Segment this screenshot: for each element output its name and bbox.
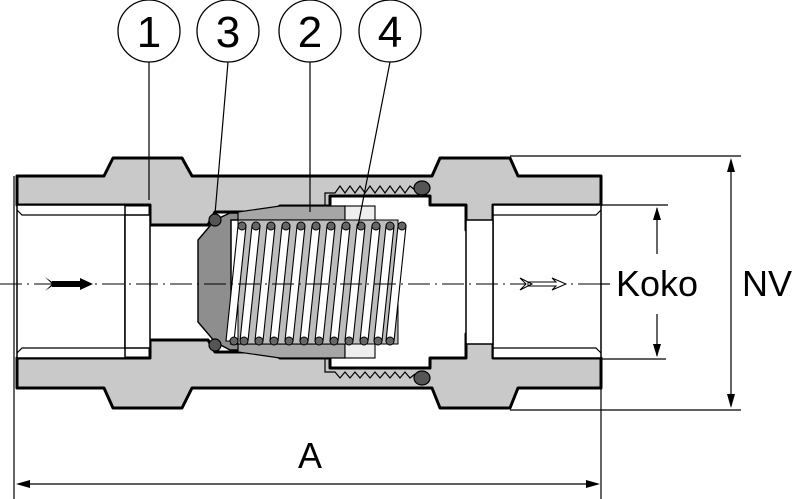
spring-coil-end-bottom xyxy=(359,336,369,346)
dimension-a: A xyxy=(13,176,602,499)
dimension-koko-label: Koko xyxy=(616,263,698,304)
o-ring-outlet-bottom xyxy=(413,370,431,386)
thread-upper xyxy=(324,184,416,205)
outlet-relief xyxy=(465,219,494,345)
spring-coil-end-bottom xyxy=(239,336,249,346)
spring-coil-end-bottom xyxy=(254,336,264,346)
callout-4-label: 4 xyxy=(378,8,402,57)
outlet-bore-chamfer xyxy=(493,209,602,354)
spring-coil-end-bottom xyxy=(373,336,383,346)
inlet-relief xyxy=(124,214,151,349)
spring xyxy=(225,221,407,346)
arrowhead-a-left xyxy=(16,480,30,488)
spring-coil-end-bottom xyxy=(299,336,309,346)
dimension-nv-label: NV xyxy=(742,263,792,304)
o-ring-top xyxy=(208,213,222,227)
callout-leaders xyxy=(148,61,391,227)
spring-coil-end-top xyxy=(326,221,336,231)
spring-coil-end-top xyxy=(251,221,261,231)
callout-2: 2 xyxy=(278,0,342,63)
o-ring-outlet-top xyxy=(413,180,431,196)
spring-coil-end-top xyxy=(266,221,276,231)
inlet-bore-chamfer xyxy=(16,209,125,354)
spring-coil-end-top xyxy=(296,221,306,231)
callout-3-label: 3 xyxy=(216,8,240,57)
callout-1: 1 xyxy=(117,0,181,63)
spring-coil-end-top xyxy=(385,221,395,231)
dimension-a-label: A xyxy=(298,435,322,476)
inlet-flow-arrow-icon xyxy=(45,277,93,291)
callout-4: 4 xyxy=(358,0,422,63)
spring-coil-end-bottom xyxy=(329,336,339,346)
spring-coil-end-top xyxy=(341,221,351,231)
spring-coil-end-bottom xyxy=(229,336,239,346)
arrowhead-nv-top xyxy=(727,158,735,172)
arrowhead-koko-top xyxy=(653,207,661,220)
spring-coil-end-bottom xyxy=(344,336,354,346)
arrowhead-koko-bottom xyxy=(653,344,661,357)
spring-coil-end-top xyxy=(311,221,321,231)
o-ring-bottom xyxy=(208,338,222,352)
spring-coil-end-top xyxy=(371,221,381,231)
spring-coil-end-bottom xyxy=(284,336,294,346)
o-rings xyxy=(208,180,431,386)
valve-body xyxy=(15,156,603,410)
spring-coil-end-top xyxy=(281,221,291,231)
spring-coil-end-top xyxy=(397,221,407,231)
arrowhead-nv-bottom xyxy=(727,394,735,408)
spring-coil-end-top xyxy=(237,221,247,231)
dimension-nv: NV xyxy=(510,155,792,411)
callout-2-label: 2 xyxy=(298,8,322,57)
callout-1-label: 1 xyxy=(137,8,161,57)
arrowhead-a-right xyxy=(586,480,600,488)
callout-3: 3 xyxy=(196,0,260,63)
outlet-flow-arrow-icon xyxy=(519,277,568,291)
thread-lower xyxy=(324,358,416,379)
spring-coil-end-bottom xyxy=(385,336,395,346)
spring-coil-end-bottom xyxy=(269,336,279,346)
spring-coil-end-bottom xyxy=(314,336,324,346)
dimension-koko: Koko xyxy=(600,204,698,360)
